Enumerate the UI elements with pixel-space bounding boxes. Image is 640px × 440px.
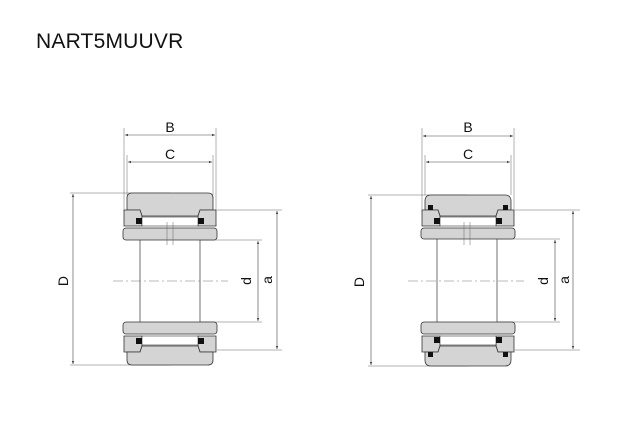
seal-icon (496, 337, 502, 343)
product-title: NART5MUUVR (36, 30, 184, 53)
label-d: d (238, 277, 254, 285)
label-B: B (165, 119, 174, 135)
seal-icon (136, 218, 142, 224)
seal-icon (434, 218, 440, 224)
inner-ring-bottom (122, 321, 218, 335)
bearing-diagram-left: B C D d a (55, 119, 282, 366)
label-C: C (165, 146, 175, 162)
seal-icon (428, 205, 433, 210)
inner-ring-bottom (420, 321, 516, 335)
seal-icon (503, 205, 508, 210)
label-C: C (463, 146, 473, 162)
label-B: B (463, 119, 472, 135)
outer-ring-bottom (126, 345, 214, 366)
seal-icon (198, 218, 204, 224)
seal-icon (428, 352, 433, 357)
label-a: a (259, 276, 275, 284)
seal-icon (503, 352, 508, 357)
seal-icon (136, 338, 142, 344)
inner-ring-top (122, 227, 218, 241)
seal-icon (496, 218, 502, 224)
seal-icon (434, 337, 440, 343)
bearing-diagram-right: B C D d a (351, 119, 580, 367)
label-D: D (351, 277, 367, 287)
label-D: D (55, 276, 71, 286)
inner-ring-top (420, 227, 516, 240)
label-a: a (556, 276, 572, 284)
seal-icon (198, 338, 204, 344)
label-d: d (535, 277, 551, 285)
